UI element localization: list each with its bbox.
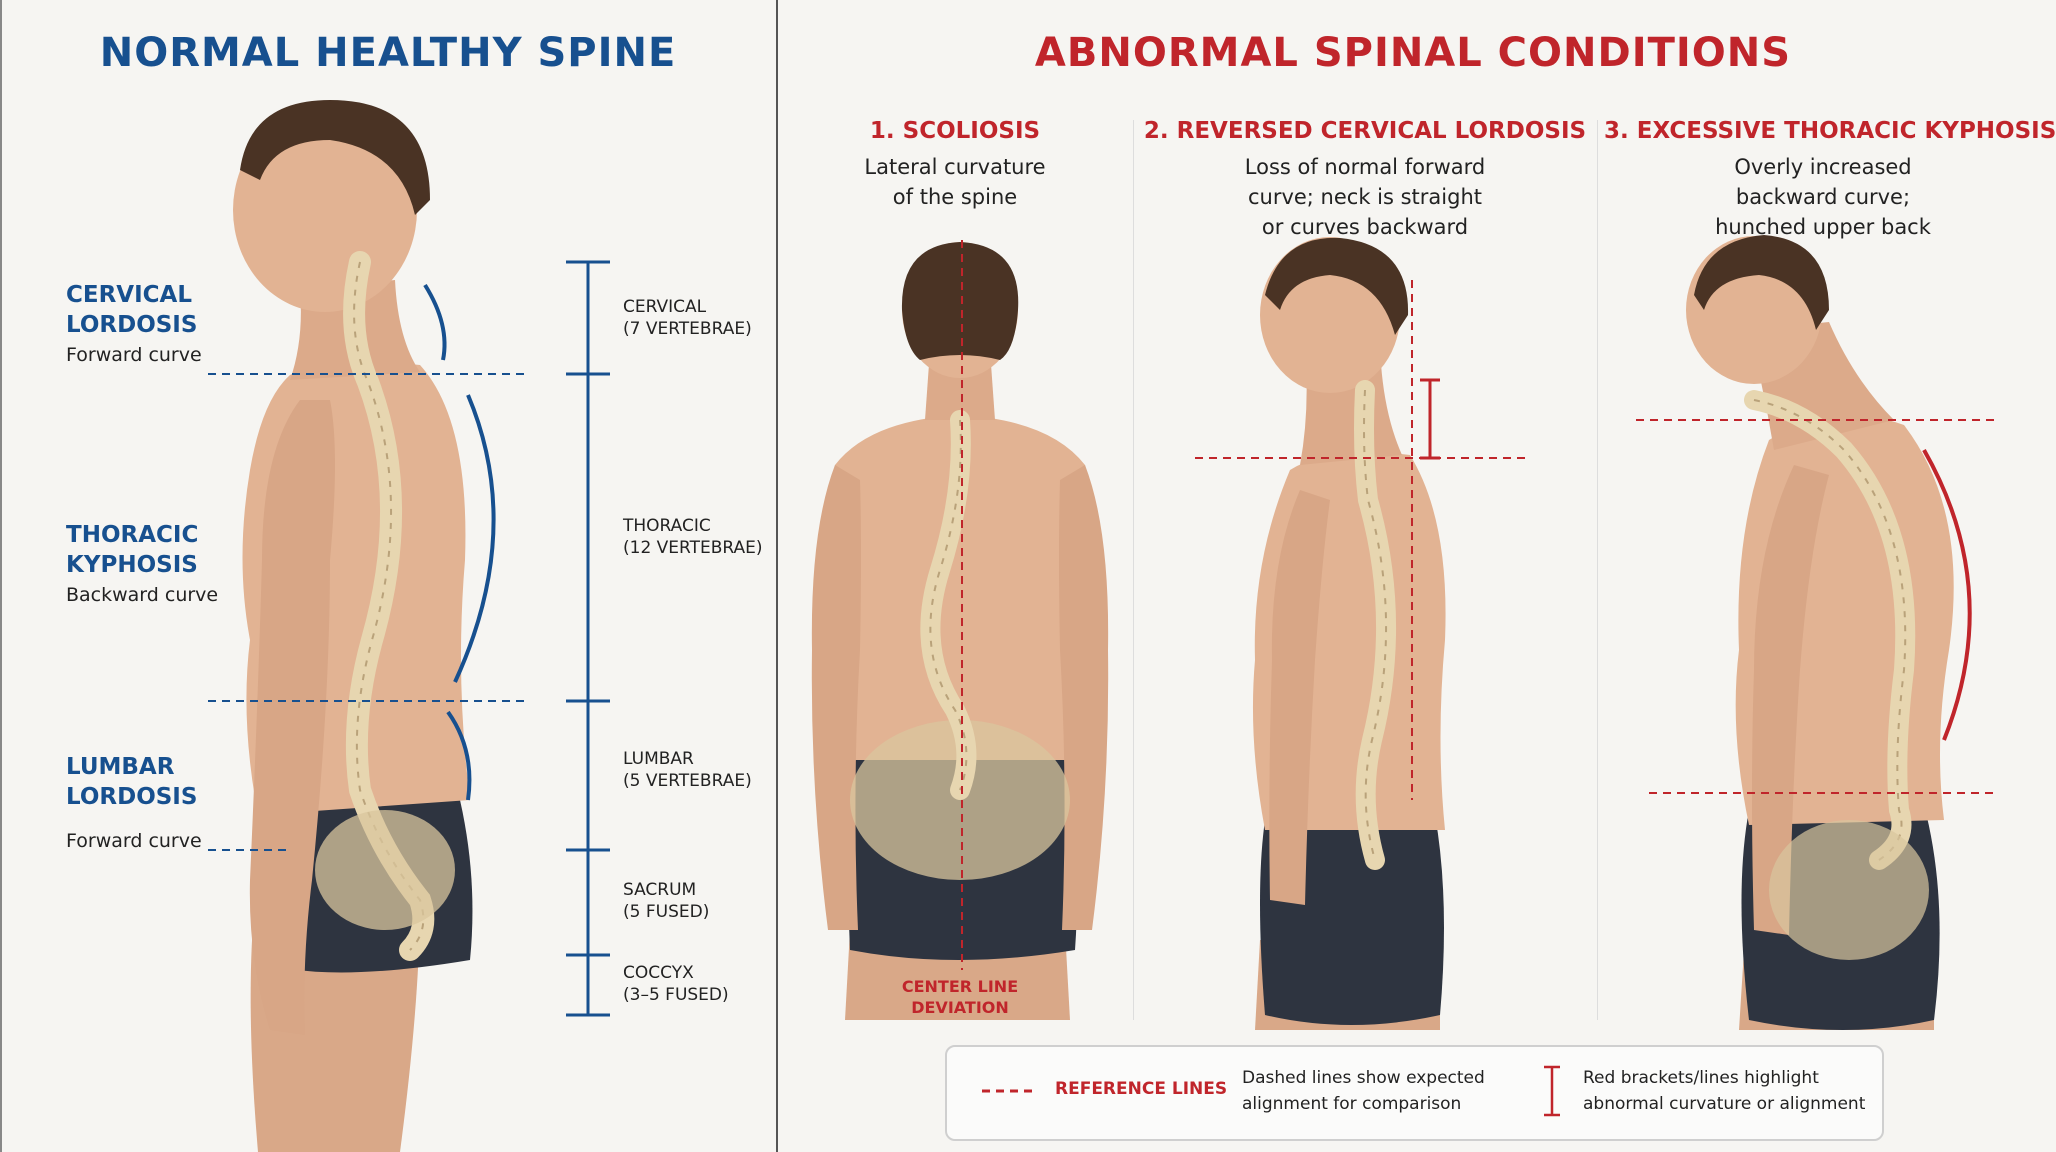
condition-scoliosis-title: 1. SCOLIOSIS	[869, 118, 1041, 144]
region-lumbar: LUMBAR LORDOSIS Forward curve	[66, 752, 202, 852]
legend-bracket-desc: Red brackets/lines highlight abnormal cu…	[1583, 1068, 1866, 1114]
cervical-curve-arc	[423, 283, 447, 361]
lumbar-curve-arc	[446, 710, 472, 801]
vertebra-label-lumbar: LUMBAR (5 VERTEBRAE)	[623, 748, 752, 792]
normal-pelvis	[315, 810, 455, 930]
kyphosis-hair	[1694, 235, 1829, 330]
center-line-deviation-label: CENTER LINE DEVIATION	[901, 977, 1019, 1017]
scoliosis-illustration	[811, 240, 1109, 1020]
normal-hair	[240, 100, 430, 215]
scoliosis-hair	[901, 242, 1019, 360]
cervical-spine-outline	[1363, 389, 1387, 861]
region-lumbar-desc: Forward curve	[66, 830, 202, 852]
normal-panel-title: NORMAL HEALTHY SPINE	[99, 30, 677, 76]
kyphosis-curve-arc	[1922, 449, 1972, 741]
vertebra-coccyx-name: COCCYX	[623, 963, 694, 983]
condition-divider-2	[1597, 120, 1598, 1020]
cervical-shorts	[1260, 815, 1444, 1025]
region-thoracic-name: THORACIC KYPHOSIS	[66, 522, 199, 578]
kyphosis-spine-outline	[1753, 399, 1907, 861]
condition-cervical-title: 2. REVERSED CERVICAL LORDOSIS	[1143, 118, 1587, 144]
region-cervical-desc: Forward curve	[66, 344, 202, 366]
vertebra-label-thoracic: THORACIC (12 VERTEBRAE)	[623, 515, 763, 559]
condition-cervical-desc: Loss of normal forward curve; neck is st…	[1244, 155, 1486, 239]
scoliosis-torso	[830, 415, 1092, 760]
region-thoracic-desc: Backward curve	[66, 584, 219, 606]
cervical-hair	[1265, 237, 1409, 335]
left-border	[0, 0, 2, 1152]
condition-kyphosis-desc: Overly increased backward curve; hunched…	[1715, 155, 1931, 239]
vertebra-lumbar-count: (5 VERTEBRAE)	[623, 771, 752, 791]
bracket-icon	[1544, 1065, 1560, 1117]
vertebra-label-coccyx: COCCYX (3–5 FUSED)	[623, 962, 729, 1006]
thoracic-curve-arc	[453, 394, 496, 683]
region-cervical-name: CERVICAL LORDOSIS	[66, 282, 198, 338]
region-cervical: CERVICAL LORDOSIS Forward curve	[66, 280, 202, 366]
scoliosis-arm-left	[811, 465, 861, 930]
vertebra-lumbar-name: LUMBAR	[623, 749, 694, 769]
kyphosis-pelvis	[1769, 820, 1929, 960]
abnormal-panel-title: ABNORMAL SPINAL CONDITIONS	[1034, 30, 1792, 76]
vertebra-cervical-name: CERVICAL	[623, 297, 707, 317]
condition-divider-1	[1133, 120, 1134, 1020]
panel-divider	[776, 0, 778, 1152]
condition-scoliosis-header: 1. SCOLIOSIS Lateral curvature of the sp…	[790, 118, 1120, 212]
scoliosis-arm-right	[1059, 465, 1109, 930]
legend-reference-label: REFERENCE LINES	[1055, 1079, 1228, 1099]
region-lumbar-name: LUMBAR LORDOSIS	[66, 754, 198, 810]
condition-scoliosis-desc: Lateral curvature of the spine	[864, 155, 1046, 209]
vertebra-label-cervical: CERVICAL (7 VERTEBRAE)	[623, 296, 752, 340]
normal-spine-illustration	[208, 100, 610, 1152]
dashed-line-icon	[982, 1089, 1034, 1093]
vertebra-cervical-count: (7 VERTEBRAE)	[623, 319, 752, 339]
condition-kyphosis-title: 3. EXCESSIVE THORACIC KYPHOSIS	[1604, 118, 2056, 144]
normal-arm	[249, 400, 335, 1035]
scoliosis-spine-outline	[929, 419, 968, 791]
reversed-cervical-illustration	[1195, 237, 1530, 1030]
kyphosis-arm	[1752, 465, 1829, 935]
vertebra-coccyx-count: (3–5 FUSED)	[623, 985, 729, 1005]
legend-reference-desc: Dashed lines show expected alignment for…	[1242, 1068, 1485, 1114]
region-thoracic: THORACIC KYPHOSIS Backward curve	[66, 520, 218, 606]
vertebra-thoracic-name: THORACIC	[623, 516, 711, 536]
vertebra-label-sacrum: SACRUM (5 FUSED)	[623, 879, 709, 923]
legend: REFERENCE LINES Dashed lines show expect…	[945, 1045, 1884, 1141]
cervical-arm	[1269, 490, 1330, 905]
vertebra-sacrum-name: SACRUM	[623, 880, 697, 900]
kyphosis-illustration	[1636, 235, 1999, 1030]
condition-cervical-header: 2. REVERSED CERVICAL LORDOSIS Loss of no…	[1140, 118, 1590, 242]
normal-head	[233, 108, 417, 312]
vertebra-sacrum-count: (5 FUSED)	[623, 902, 710, 922]
condition-kyphosis-header: 3. EXCESSIVE THORACIC KYPHOSIS Overly in…	[1604, 118, 2056, 242]
vertebra-thoracic-count: (12 VERTEBRAE)	[623, 538, 763, 558]
